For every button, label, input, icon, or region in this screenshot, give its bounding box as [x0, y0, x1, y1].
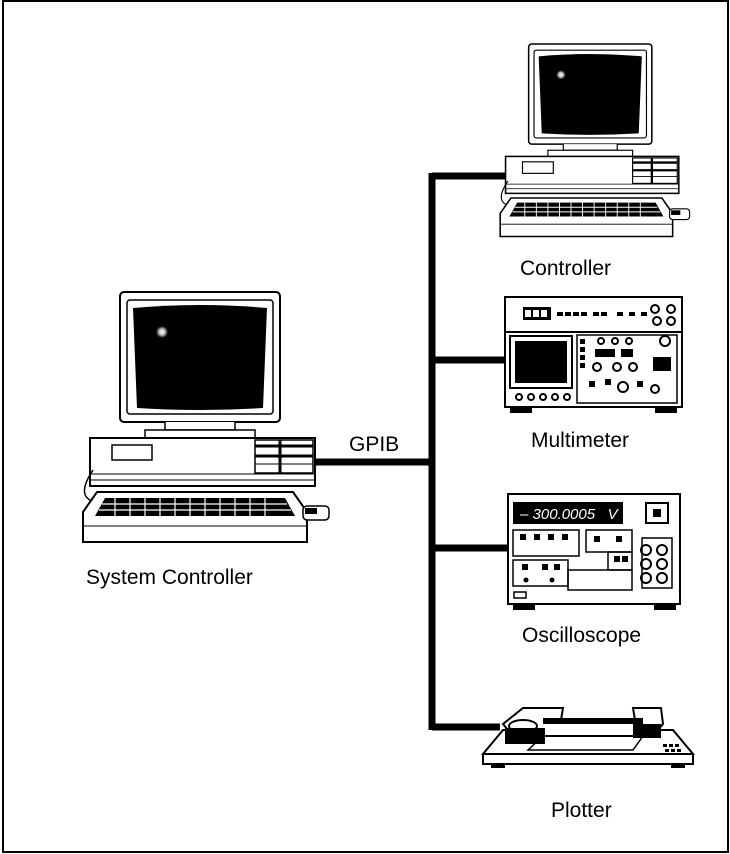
plotter-icon	[480, 707, 696, 768]
bus-label: GPIB	[349, 433, 400, 456]
oscilloscope-display-text: – 300.0005 V	[519, 506, 620, 523]
multimeter-icon	[504, 296, 683, 413]
device-label-multimeter: Multimeter	[531, 429, 630, 452]
device-label-plotter: Plotter	[551, 799, 612, 822]
gpib-bus	[315, 172, 510, 731]
controller-icon	[499, 42, 691, 238]
oscilloscope-icon: – 300.0005 V	[507, 493, 681, 610]
device-label-oscilloscope: Oscilloscope	[522, 624, 642, 647]
device-label-controller: Controller	[520, 257, 612, 280]
system-controller-icon	[81, 290, 331, 544]
device-label-system-controller: System Controller	[86, 566, 253, 589]
